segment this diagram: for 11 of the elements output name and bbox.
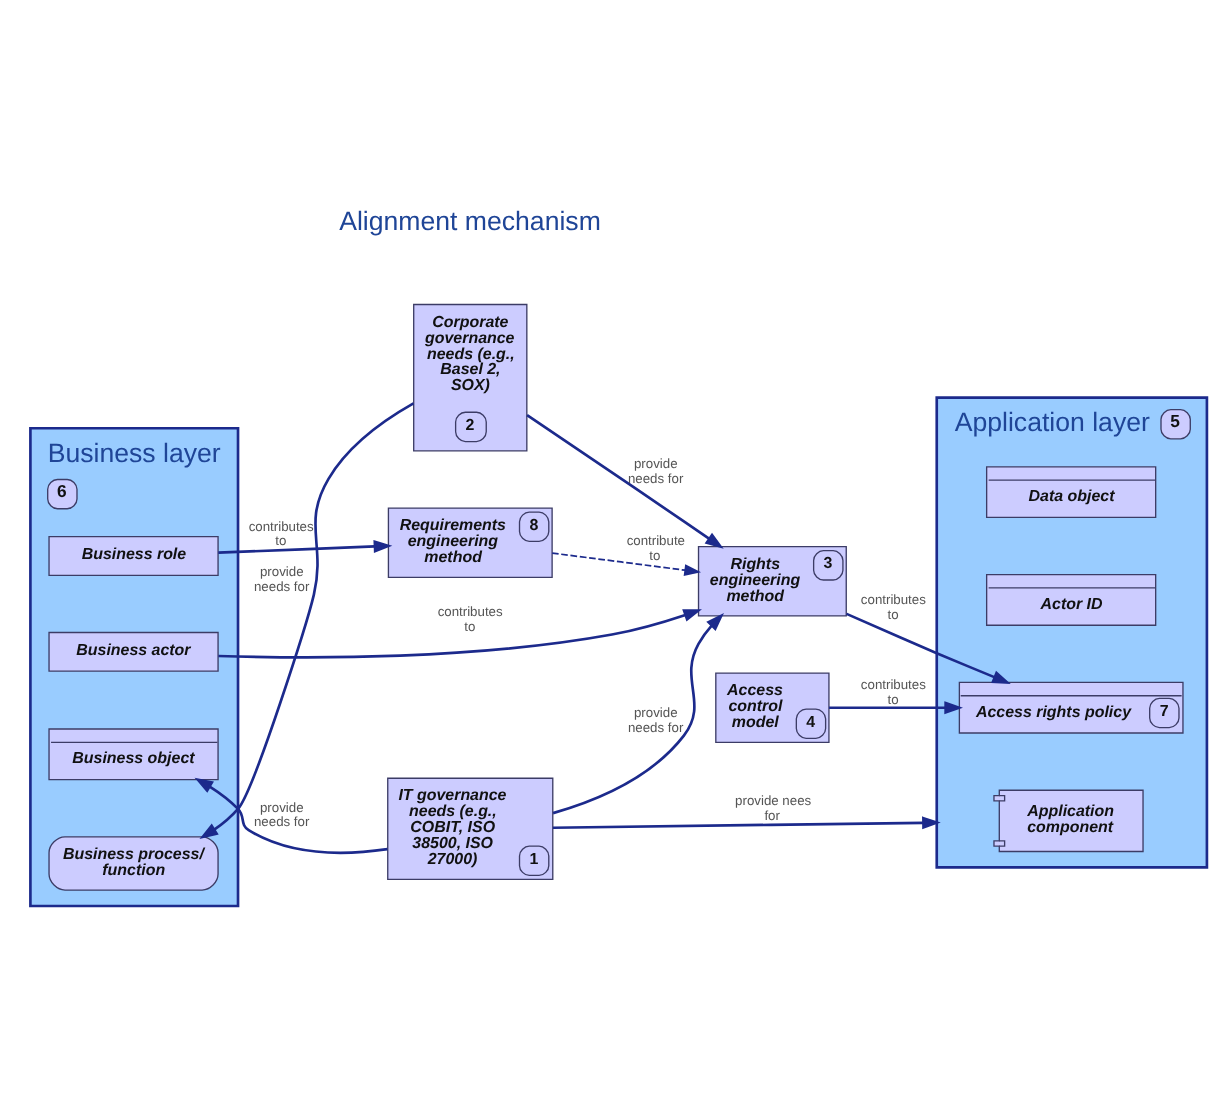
arrow bbox=[199, 401, 415, 838]
arrow bbox=[551, 551, 702, 575]
arrow bbox=[552, 612, 724, 814]
arrow bbox=[194, 776, 388, 853]
arrow bbox=[846, 611, 1011, 683]
arrow bbox=[526, 413, 724, 548]
arrow bbox=[829, 700, 963, 714]
arrow bbox=[218, 538, 393, 553]
arrow bbox=[218, 608, 702, 658]
label: Alignment mechanism bbox=[339, 204, 601, 235]
arrow bbox=[552, 815, 941, 829]
